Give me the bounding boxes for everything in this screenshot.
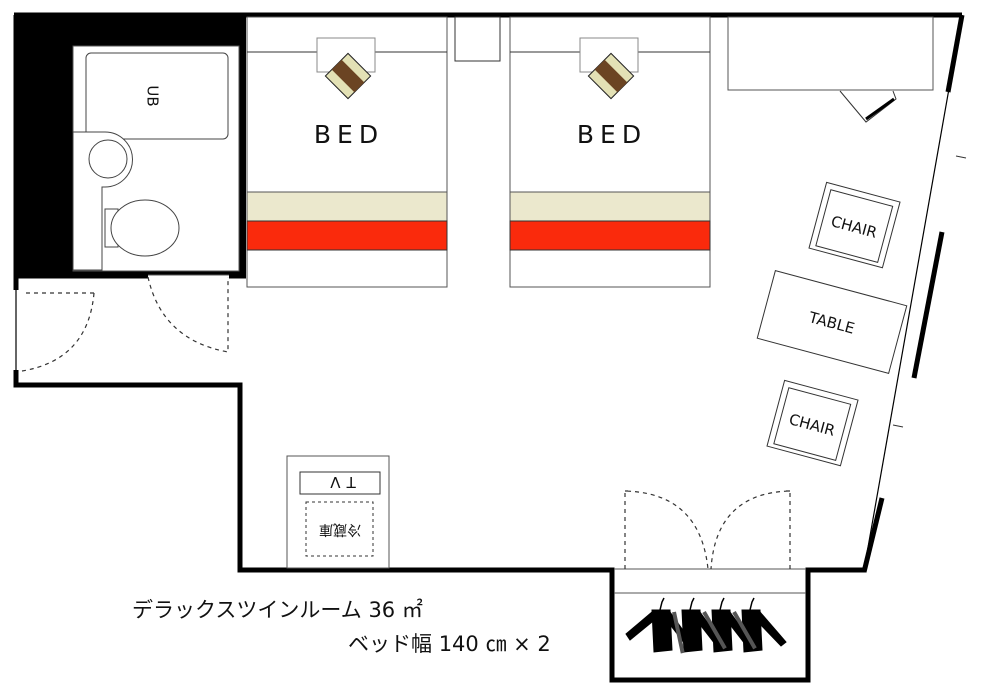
pillow-icon xyxy=(587,52,635,100)
bathroom-door-swing-icon[interactable] xyxy=(147,276,229,353)
chair-1[interactable]: CHAIR xyxy=(808,181,901,269)
nightstand xyxy=(454,16,501,62)
closet-door-swing-icon[interactable] xyxy=(624,490,791,570)
pillow-icon xyxy=(324,52,372,100)
fridge[interactable] xyxy=(305,501,374,557)
entrance-door-swing-icon[interactable] xyxy=(21,292,95,372)
fridge-label: 冷蔵庫 xyxy=(319,521,361,538)
bed-2[interactable]: BED xyxy=(509,16,711,288)
room-area: 36 ㎡ xyxy=(368,598,423,622)
table[interactable]: TABLE xyxy=(756,269,908,375)
bed-width-value: 140 ㎝ xyxy=(438,632,507,656)
window-ticks xyxy=(892,155,967,428)
chair-2[interactable]: CHAIR xyxy=(766,379,859,467)
bed-width-label: ベッド幅 xyxy=(348,632,432,656)
bathroom: UB xyxy=(16,15,246,353)
clothes-hanger-icon xyxy=(625,597,787,654)
room-type: デラックスツインルーム xyxy=(132,598,362,622)
bed-2-label: BED xyxy=(577,120,647,149)
tv-label: TV xyxy=(324,473,356,491)
room-type-caption: デラックスツインルーム 36 ㎡ xyxy=(132,594,423,624)
bed-width-caption: ベッド幅 140 ㎝ × 2 xyxy=(348,628,551,658)
bed-1[interactable]: BED xyxy=(246,16,448,288)
bed-count: × 2 xyxy=(513,632,551,656)
tv-fridge-unit: TV 冷蔵庫 xyxy=(286,455,390,569)
unit-bath-label: UB xyxy=(144,85,162,106)
bed-1-label: BED xyxy=(314,120,384,149)
unit-bath xyxy=(85,52,229,140)
desk[interactable] xyxy=(727,16,934,91)
tv[interactable] xyxy=(299,471,381,495)
closet[interactable] xyxy=(614,490,806,654)
desk-chair[interactable] xyxy=(839,90,897,123)
toilet-icon xyxy=(104,199,180,257)
